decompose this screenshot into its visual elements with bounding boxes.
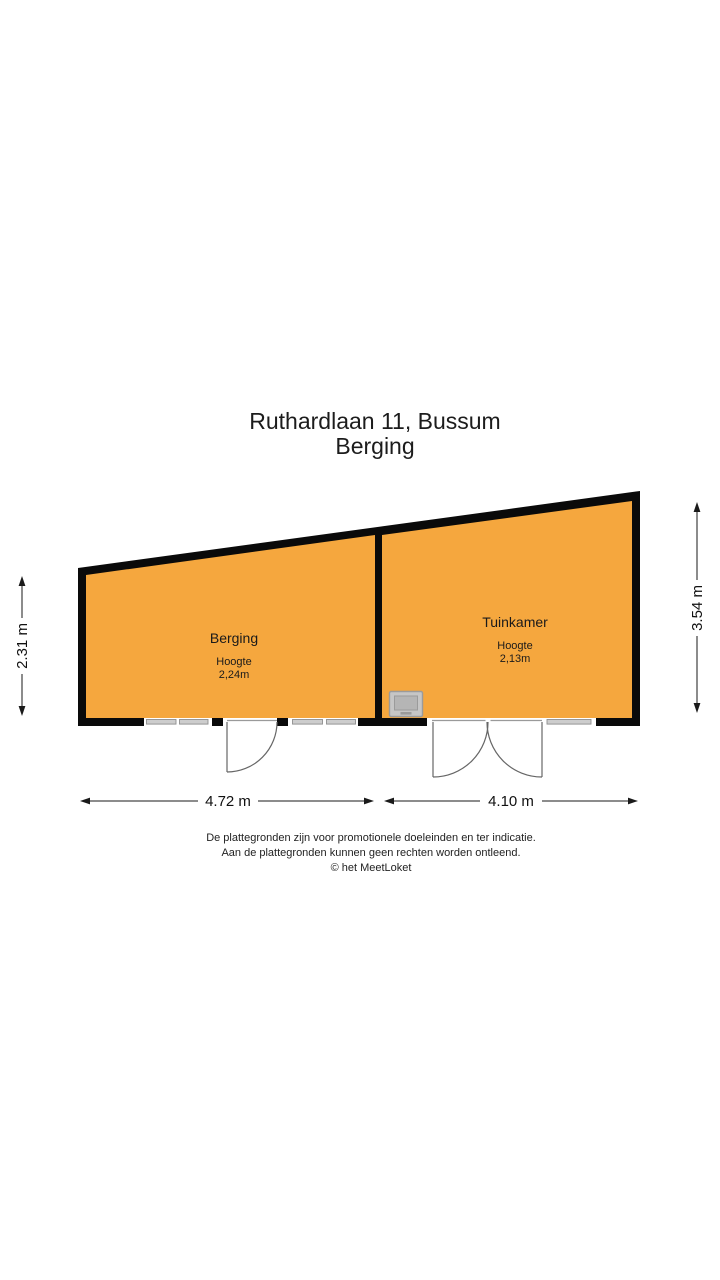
disclaimer-line-2: Aan de plattegronden kunnen geen rechten…	[221, 847, 521, 859]
room-tuinkamer-area	[382, 501, 632, 718]
tuinkamer-double-door	[427, 718, 547, 778]
berging-height-value: 2,24m	[219, 669, 250, 681]
tuinkamer-height-label: Hoogte	[497, 640, 532, 652]
disclaimer-line-1: De plattegronden zijn voor promotionele …	[206, 832, 536, 844]
dimension-right-label: 3.54 m	[689, 585, 706, 631]
tuinkamer-window	[545, 718, 596, 726]
disclaimer: De plattegronden zijn voor promotionele …	[22, 831, 720, 876]
berging-name-label: Berging	[210, 630, 258, 646]
tuinkamer-door-left-arc	[432, 721, 489, 778]
dimension-left-label: 2.31 m	[14, 623, 31, 669]
berging-door-arc	[226, 721, 278, 773]
berging-windows	[144, 718, 358, 726]
tv-icon	[388, 690, 424, 718]
dimension-left: 2.31 m	[14, 576, 31, 716]
dimension-bottom-left-label: 4.72 m	[205, 793, 251, 810]
berging-height-label: Hoogte	[216, 656, 251, 668]
plan-title-floor: Berging	[335, 433, 415, 459]
dimension-right: 3.54 m	[689, 502, 706, 713]
tuinkamer-height-value: 2,13m	[500, 653, 531, 665]
plan-title: Ruthardlaan 11, Bussum Berging	[30, 409, 720, 459]
tuinkamer-door-right-arc	[486, 721, 543, 778]
plan-title-address: Ruthardlaan 11, Bussum	[249, 408, 501, 434]
berging-door	[223, 718, 278, 773]
tuinkamer-name-label: Tuinkamer	[482, 614, 548, 630]
copyright-line: © het MeetLoket	[330, 862, 412, 874]
room-berging-area	[86, 535, 375, 718]
dimension-bottom-right: 4.10 m	[384, 793, 638, 810]
dimension-bottom-right-label: 4.10 m	[488, 793, 534, 810]
dimension-bottom-left: 4.72 m	[80, 793, 374, 810]
